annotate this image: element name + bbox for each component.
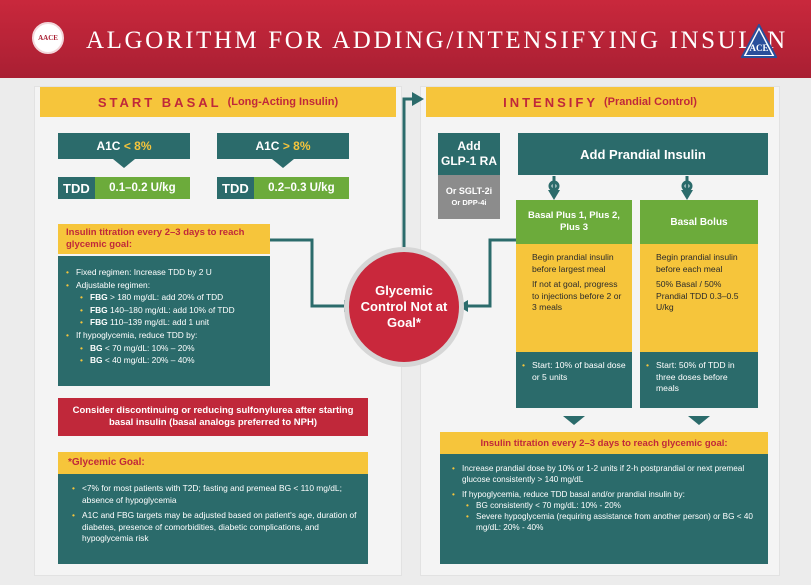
basal-plus-header: Basal Plus 1, Plus 2, Plus 3 <box>516 200 632 244</box>
aace-logo: AACE <box>32 22 64 54</box>
glycemic-goal-title: *Glycemic Goal: <box>58 452 368 474</box>
hypoglycemia-rule: If hypoglycemia, reduce TDD by: BG < 70 … <box>66 329 262 367</box>
glycemic-goal-list: <7% for most patients with T2D; fasting … <box>58 474 368 564</box>
tdd-low: TDD 0.1–0.2 U/kg <box>58 177 190 199</box>
basal-bolus-steps: Begin prandial insulin before each meal … <box>640 244 758 352</box>
intensify-subtitle: (Prandial Control) <box>604 96 697 108</box>
right-titration-title: Insulin titration every 2–3 days to reac… <box>440 432 768 454</box>
fbg-rule-3: FBG 110–139 mg/dL: add 1 unit <box>80 316 262 329</box>
left-titration-title: Insulin titration every 2–3 days to reac… <box>58 224 270 254</box>
page-title: ALGORITHM FOR ADDING/INTENSIFYING INSULI… <box>86 27 788 54</box>
prandial-hypo-rule-1: BG consistently < 70 mg/dL: 10% - 20% <box>466 500 758 511</box>
tdd-high-label: TDD <box>217 177 254 199</box>
a1c-high-box: A1C > 8% <box>217 133 349 159</box>
tdd-high: TDD 0.2–0.3 U/kg <box>217 177 349 199</box>
sulfonylurea-note: Consider discontinuing or reducing sulfo… <box>58 398 368 436</box>
add-glp1-line2: GLP-1 RA <box>440 154 497 168</box>
basal-plus-step-1: Begin prandial insulin before largest me… <box>522 252 626 275</box>
connector-circle-to-intensify <box>402 97 414 247</box>
basal-plus-start: Start: 10% of basal dose or 5 units <box>516 352 632 408</box>
ace-logo-text: ACE <box>749 43 768 53</box>
basal-bolus-step-2: 50% Basal / 50% Prandial TDD 0.3–0.5 U/k… <box>646 279 752 314</box>
intensify-banner: INTENSIFY (Prandial Control) <box>426 87 774 117</box>
a1c-low-label: A1C <box>96 139 121 153</box>
start-basal-subtitle: (Long-Acting Insulin) <box>227 96 339 108</box>
tdd-low-label: TDD <box>58 177 95 199</box>
start-basal-banner: START BASAL (Long-Acting Insulin) <box>40 87 396 117</box>
bg-rule-1-label: BG <box>90 342 103 353</box>
sglt2i-label: Or SGLT-2i <box>445 186 493 196</box>
fbg-rule-2-label: FBG <box>90 304 108 315</box>
intensify-title: INTENSIFY <box>503 94 598 110</box>
basal-plus-down-arrow <box>563 416 585 425</box>
bg-rule-2: BG < 40 mg/dL: 20% – 40% <box>80 354 262 367</box>
fbg-rule-1-text: > 180 mg/dL: add 20% of TDD <box>107 292 224 303</box>
fixed-regimen: Fixed regimen: Increase TDD by 2 U <box>66 266 262 279</box>
a1c-high-arrow <box>272 159 294 168</box>
bg-rule-1: BG < 70 mg/dL: 10% – 20% <box>80 342 262 355</box>
bg-rule-2-label: BG <box>90 355 103 366</box>
basal-bolus-down-arrow <box>688 416 710 425</box>
a1c-low-box: A1C < 8% <box>58 133 190 159</box>
adjustable-regimen: Adjustable regimen: FBG > 180 mg/dL: add… <box>66 279 262 329</box>
a1c-low-value: < 8% <box>123 139 152 153</box>
glycemic-control-text: Glycemic Control Not at Goal* <box>360 283 448 330</box>
right-titration-list: Increase prandial dose by 10% or 1-2 uni… <box>440 454 768 564</box>
fbg-rule-1: FBG > 180 mg/dL: add 20% of TDD <box>80 291 262 304</box>
adjustable-regimen-label: Adjustable regimen: <box>76 279 151 290</box>
prandial-hypo-rule-2: Severe hypoglycemia (requiring assistanc… <box>466 511 758 533</box>
a1c-high-value: > 8% <box>282 139 311 153</box>
add-glp1-box: Add GLP-1 RA <box>438 133 500 175</box>
ace-logo: ACE <box>741 24 777 58</box>
tdd-high-value: 0.2–0.3 U/kg <box>253 177 349 199</box>
fbg-rule-3-label: FBG <box>90 317 108 328</box>
basal-bolus-start-text: Start: 50% of TDD in three doses before … <box>646 360 752 395</box>
header-bar <box>0 0 811 78</box>
fbg-rule-2: FBG 140–180 mg/dL: add 10% of TDD <box>80 304 262 317</box>
sglt-dpp-box: Or SGLT-2i Or DPP-4i <box>438 175 500 219</box>
basal-plus-steps: Begin prandial insulin before largest me… <box>516 244 632 352</box>
bg-rule-2-text: < 40 mg/dL: 20% – 40% <box>102 355 195 366</box>
a1c-high-label: A1C <box>255 139 280 153</box>
glycemic-control-not-at-goal: Glycemic Control Not at Goal* <box>344 247 464 367</box>
prandial-hypo-rule: If hypoglycemia, reduce TDD basal and/or… <box>452 489 758 533</box>
tdd-low-value: 0.1–0.2 U/kg <box>94 177 190 199</box>
add-glp1-line1: Add <box>457 139 481 153</box>
basal-bolus-header: Basal Bolus <box>640 200 758 244</box>
basal-plus-start-text: Start: 10% of basal dose or 5 units <box>522 360 626 383</box>
basal-bolus-start: Start: 50% of TDD in three doses before … <box>640 352 758 408</box>
left-titration-list: Fixed regimen: Increase TDD by 2 U Adjus… <box>58 256 270 386</box>
goal-item-1: <7% for most patients with T2D; fasting … <box>72 483 358 506</box>
goal-item-2: A1C and FBG targets may be adjusted base… <box>72 510 358 545</box>
fbg-rule-1-label: FBG <box>90 292 108 303</box>
fbg-rule-2-text: 140–180 mg/dL: add 10% of TDD <box>107 304 235 315</box>
prandial-increase-rule: Increase prandial dose by 10% or 1-2 uni… <box>452 463 758 485</box>
prandial-hypo-rule-label: If hypoglycemia, reduce TDD basal and/or… <box>462 490 685 499</box>
hypoglycemia-rule-label: If hypoglycemia, reduce TDD by: <box>76 329 198 340</box>
a1c-low-arrow <box>113 159 135 168</box>
add-prandial-box: Add Prandial Insulin <box>518 133 768 175</box>
basal-bolus-step-1: Begin prandial insulin before each meal <box>646 252 752 275</box>
basal-plus-step-2: If not at goal, progress to injections b… <box>522 279 626 314</box>
dpp4i-label: Or DPP-4i <box>451 198 487 207</box>
bg-rule-1-text: < 70 mg/dL: 10% – 20% <box>102 342 195 353</box>
start-basal-title: START BASAL <box>97 94 222 110</box>
fbg-rule-3-text: 110–139 mg/dL: add 1 unit <box>107 317 210 328</box>
